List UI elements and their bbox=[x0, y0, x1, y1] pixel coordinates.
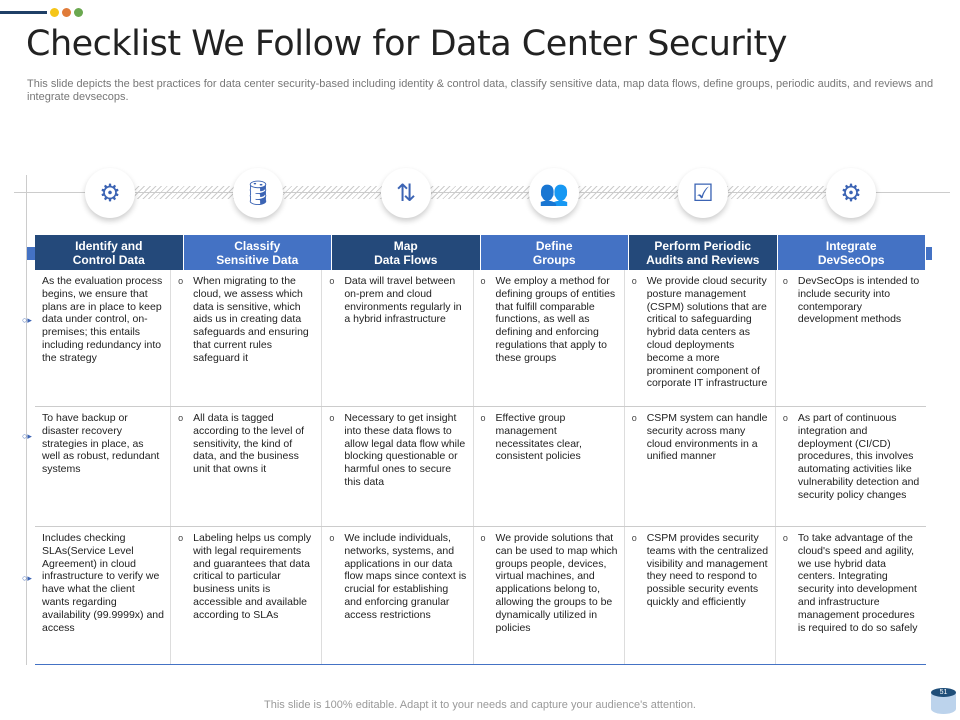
hatched-band bbox=[110, 186, 855, 199]
table-cell: Necessary to get insight into these data… bbox=[322, 407, 474, 526]
row-marker-icon: ○▸ bbox=[22, 315, 32, 325]
footer-note: This slide is 100% editable. Adapt it to… bbox=[264, 699, 696, 711]
row-marker-icon: ○▸ bbox=[22, 573, 32, 583]
accent-dot-green bbox=[74, 8, 83, 17]
table-row: To have backup or disaster recovery stra… bbox=[35, 407, 926, 527]
title-accent-line bbox=[0, 11, 47, 14]
table-cell: We provide cloud security posture manage… bbox=[625, 270, 776, 406]
page-number: 51 bbox=[931, 688, 956, 697]
table-cell: Data will travel between on-prem and clo… bbox=[322, 270, 474, 406]
table-row: As the evaluation process begins, we ens… bbox=[35, 270, 926, 407]
laptop-flow-icon: ⇅ bbox=[381, 168, 431, 218]
table-row: Includes checking SLAs(Service Level Agr… bbox=[35, 527, 926, 665]
accent-dot-yellow bbox=[50, 8, 59, 17]
table-cell: Effective group management necessitates … bbox=[474, 407, 625, 526]
dashboard-gear-icon: ⚙ bbox=[85, 168, 135, 218]
table-cell: We provide solutions that can be used to… bbox=[474, 527, 625, 664]
accent-dot-orange bbox=[62, 8, 71, 17]
header-tab-right bbox=[926, 247, 932, 260]
table-cell: CSPM provides security teams with the ce… bbox=[625, 527, 776, 664]
table-cell: As part of continuous integration and de… bbox=[776, 407, 926, 526]
table-cell: As the evaluation process begins, we ens… bbox=[35, 270, 172, 406]
laptop-check-icon: ☑ bbox=[678, 168, 728, 218]
table-cell: To take advantage of the cloud's speed a… bbox=[776, 527, 926, 664]
table-cell: DevSecOps is intended to include securit… bbox=[776, 270, 926, 406]
row-marker-icon: ○▸ bbox=[22, 431, 32, 441]
page-subtitle: This slide depicts the best practices fo… bbox=[27, 78, 934, 103]
table-cell: All data is tagged according to the leve… bbox=[171, 407, 323, 526]
table-cell: Labeling helps us comply with legal requ… bbox=[171, 527, 323, 664]
users-group-icon: 👥 bbox=[529, 168, 579, 218]
gears-icon: ⚙ bbox=[826, 168, 876, 218]
table-cell: We include individuals, networks, system… bbox=[322, 527, 474, 664]
database-lock-icon: 🛢 bbox=[233, 168, 283, 218]
table-cell: Includes checking SLAs(Service Level Agr… bbox=[35, 527, 172, 664]
table-cell: To have backup or disaster recovery stra… bbox=[35, 407, 172, 526]
table-cell: CSPM system can handle security across m… bbox=[625, 407, 776, 526]
table-cell: We employ a method for defining groups o… bbox=[474, 270, 625, 406]
header-tab-left bbox=[27, 247, 35, 260]
table-cell: When migrating to the cloud, we assess w… bbox=[171, 270, 323, 406]
timeline-vertical-line bbox=[26, 175, 27, 665]
page-title: Checklist We Follow for Data Center Secu… bbox=[26, 24, 787, 64]
